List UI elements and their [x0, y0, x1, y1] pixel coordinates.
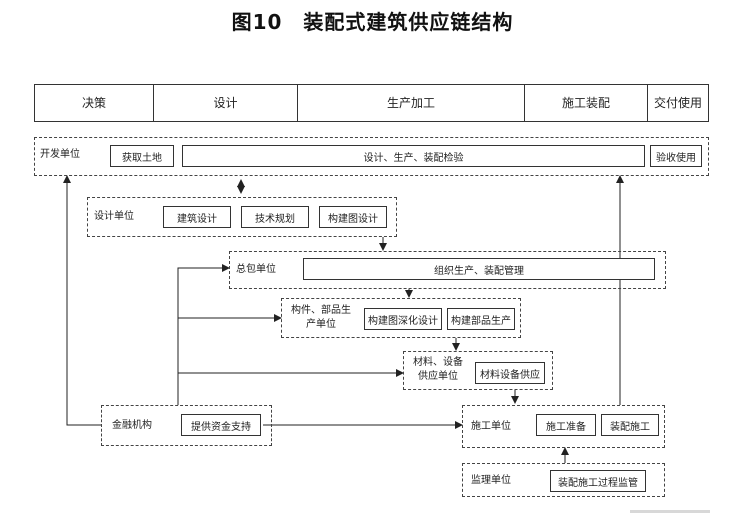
group-general-contractor	[229, 251, 666, 289]
components-label-line2: 产单位	[306, 319, 336, 330]
box-organize-production: 组织生产、装配管理	[303, 258, 655, 280]
components-label-line1: 构件、部品生	[291, 305, 351, 316]
box-material-supply: 材料设备供应	[475, 362, 545, 384]
materials-label-line1: 材料、设备	[413, 357, 463, 368]
supervision-label: 监理单位	[471, 475, 511, 486]
box-acceptance-use: 验收使用	[650, 145, 702, 167]
group-materials	[403, 351, 553, 390]
arrow-finance-contractor	[177, 264, 230, 405]
box-technical-planning: 技术规划	[241, 206, 309, 228]
group-developer	[34, 137, 709, 176]
phase-construction: 施工装配	[525, 85, 648, 121]
designer-label: 设计单位	[94, 211, 134, 222]
phase-bar: 决策 设计 生产加工 施工装配 交付使用	[34, 84, 709, 122]
general-contractor-label: 总包单位	[236, 264, 276, 275]
box-construction-prep: 施工准备	[536, 414, 596, 436]
box-supervision-process: 装配施工过程监管	[550, 470, 646, 492]
phase-production: 生产加工	[298, 85, 525, 121]
box-financial-support: 提供资金支持	[181, 414, 261, 436]
watermark-bar	[630, 510, 710, 513]
group-construction	[462, 405, 665, 448]
arrow-finance-developer	[63, 175, 101, 426]
finance-label: 金融机构	[112, 420, 152, 431]
group-components	[281, 298, 521, 338]
phase-decision: 决策	[35, 85, 154, 121]
box-drawing-deepening: 构建图深化设计	[364, 308, 442, 330]
group-designer	[87, 197, 397, 237]
group-supervision	[462, 463, 665, 497]
box-acquire-land: 获取土地	[110, 145, 174, 167]
phase-design: 设计	[154, 85, 298, 121]
box-assembly-construction: 装配施工	[601, 414, 659, 436]
diagram-title: 图10 装配式建筑供应链结构	[231, 10, 514, 34]
materials-label-line2: 供应单位	[418, 371, 458, 382]
box-component-production: 构建部品生产	[447, 308, 515, 330]
construction-label: 施工单位	[471, 421, 511, 432]
group-finance	[101, 405, 272, 446]
box-component-drawing-design: 构建图设计	[319, 206, 387, 228]
box-architectural-design: 建筑设计	[163, 206, 231, 228]
developer-label: 开发单位	[40, 149, 80, 160]
box-design-production-inspection: 设计、生产、装配检验	[182, 145, 645, 167]
phase-delivery: 交付使用	[653, 96, 702, 110]
